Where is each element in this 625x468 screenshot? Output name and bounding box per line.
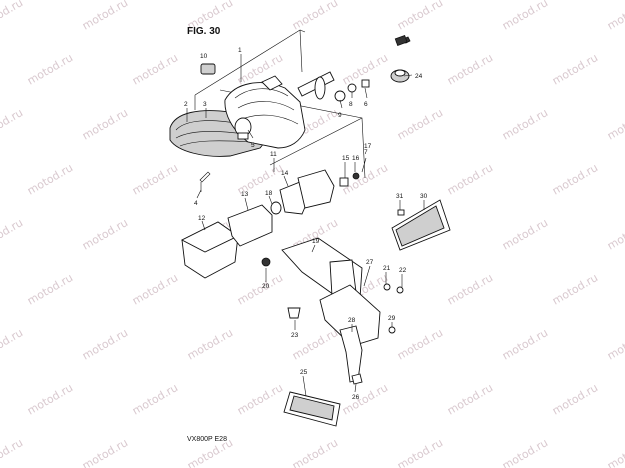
watermark-text: motod.ru [80,326,130,362]
callout-6: 6 [364,101,368,108]
watermark-text: motod.ru [0,106,25,142]
watermark-text: motod.ru [80,216,130,252]
watermark-text: motod.ru [235,381,285,417]
rubber-pad [200,63,216,75]
watermark-text: motod.ru [25,381,75,417]
watermark-text: motod.ru [550,381,600,417]
watermark-text: motod.ru [605,0,625,33]
callout-15: 15 [342,155,350,162]
watermark-text: motod.ru [395,436,445,468]
callout-21: 21 [383,265,391,272]
watermark-text: motod.ru [130,271,180,307]
watermark-text: motod.ru [130,161,180,197]
watermark-text: motod.ru [0,436,25,468]
callout-12: 12 [198,215,206,222]
callout-28: 28 [348,317,356,324]
front-arrow-icon [394,34,411,46]
watermark-text: motod.ru [80,106,130,142]
watermark-text: motod.ru [605,216,625,252]
watermark-text: motod.ru [185,326,235,362]
callout-13: 13 [241,191,249,198]
watermark-text: motod.ru [80,436,130,468]
callout-10: 10 [200,53,208,60]
watermark-text: motod.ru [500,326,550,362]
watermark-text: motod.ru [235,271,285,307]
watermark-text: motod.ru [25,271,75,307]
callout-labels: 1 2 3 4 5 6 7 8 9 10 11 12 13 14 15 16 1… [184,47,428,401]
bulb-icon [234,117,252,140]
callout-25: 25 [300,369,308,376]
leader-lines [186,54,425,397]
tail-lamp-group [169,29,410,192]
watermark-text: motod.ru [25,161,75,197]
callout-7: 7 [364,149,368,156]
watermark-text: motod.ru [290,436,340,468]
callout-1: 1 [238,47,242,54]
watermark-text: motod.ru [25,51,75,87]
watermark-text: motod.ru [0,216,25,252]
watermark-text: motod.ru [500,216,550,252]
callout-2: 2 [184,101,188,108]
watermark-text: motod.ru [605,106,625,142]
watermark-text: motod.ru [0,0,25,33]
callout-26: 26 [352,394,360,401]
watermark-text: motod.ru [445,381,495,417]
watermark-text: motod.ru [0,326,25,362]
callout-27: 27 [366,259,374,266]
watermark-text: motod.ru [500,106,550,142]
watermark-text: motod.ru [445,271,495,307]
callout-14: 14 [281,170,289,177]
watermark-text: motod.ru [500,0,550,33]
watermark-text: motod.ru [395,106,445,142]
callout-4: 4 [194,200,198,207]
watermark-text: motod.ru [290,0,340,33]
callout-23: 23 [291,332,299,339]
callout-3: 3 [203,101,207,108]
watermark-text: motod.ru [605,436,625,468]
callout-8: 8 [349,101,353,108]
watermark-text: motod.ru [550,161,600,197]
callout-24: 24 [415,73,423,80]
watermark-text: motod.ru [550,51,600,87]
watermark-text: motod.ru [550,271,600,307]
callout-31: 31 [396,193,404,200]
callout-18: 18 [265,190,273,197]
watermark-text: motod.ru [80,0,130,33]
callout-20: 20 [262,283,270,290]
watermark-text: motod.ru [130,381,180,417]
watermark-text: motod.ru [445,51,495,87]
watermark-text: motod.ru [445,161,495,197]
callout-22: 22 [399,267,407,274]
callout-16: 16 [352,155,360,162]
callout-11: 11 [270,151,277,158]
callout-9: 9 [338,112,342,119]
callout-17: 17 [364,143,372,150]
callout-19: 19 [312,238,320,245]
watermark-text: motod.ru [395,326,445,362]
watermark-text: motod.ru [130,51,180,87]
figure-title: FIG. 30 [187,26,221,37]
license-lamp-group [181,169,451,427]
callout-5: 5 [251,142,255,149]
watermark-text: motod.ru [340,381,390,417]
callout-30: 30 [420,193,428,200]
watermark-text: motod.ru [395,0,445,33]
figure-caption: VX800P E28 [187,436,227,443]
callout-29: 29 [388,315,396,322]
watermark-text: motod.ru [605,326,625,362]
watermark-text: motod.ru [500,436,550,468]
